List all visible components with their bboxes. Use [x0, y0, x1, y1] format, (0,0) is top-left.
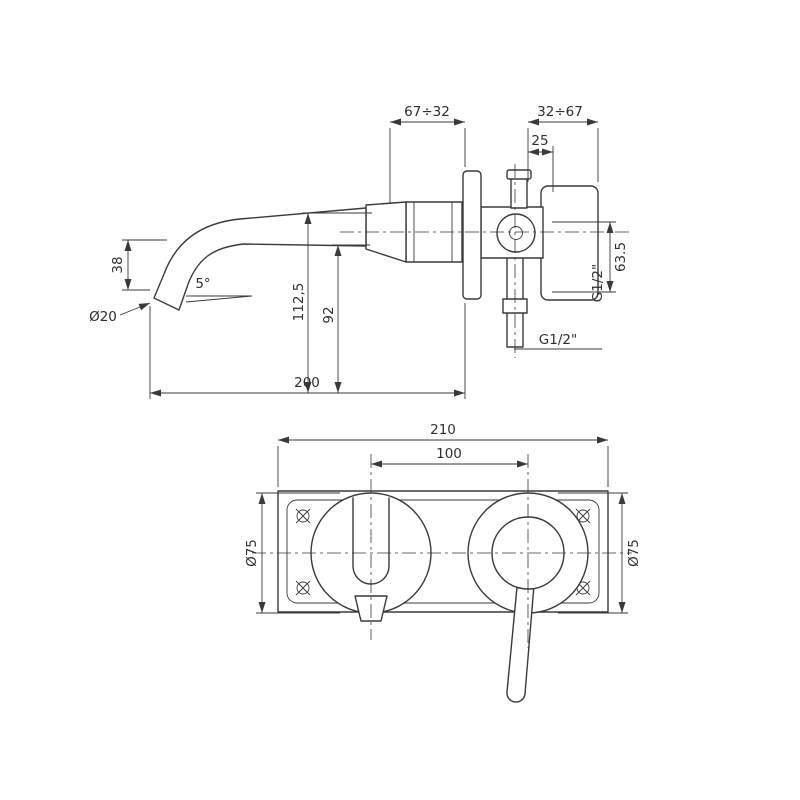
dim-spout-drop: 38: [110, 239, 167, 291]
screw-hole: [295, 580, 311, 596]
dim-spout-reach-label: 200: [294, 375, 320, 391]
thread-bottom-label: G1/2": [539, 332, 577, 348]
side-view: 67÷32 32÷67 25 63.5 G1/2" G1/2": [89, 104, 632, 399]
screw-hole: [295, 508, 311, 524]
handle-lever: [506, 584, 535, 703]
dim-height-upper: 112,5: [291, 212, 372, 393]
dim-height-lower-label: 92: [321, 306, 337, 323]
dim-depth-back-label: 32÷67: [537, 104, 583, 120]
thread-bottom: G1/2": [514, 332, 602, 350]
dim-rosette-left: Ø75: [244, 492, 340, 614]
dim-box-height-label: 63.5: [613, 242, 629, 272]
spout-angle: 5°: [185, 276, 253, 303]
cartridge-axis: [509, 226, 523, 240]
front-view: 210 100 Ø75 Ø75: [244, 422, 642, 703]
dim-handle-offset-label: 25: [531, 133, 548, 149]
handle-cap: [506, 169, 532, 180]
dim-handle-offset: 25: [528, 133, 554, 192]
dim-height-upper-label: 112,5: [291, 283, 307, 322]
back-plate-inner: [286, 499, 600, 604]
dim-depth-front: 67÷32: [389, 104, 466, 203]
dim-plate-width-label: 210: [430, 422, 456, 438]
dim-rosette-right: Ø75: [558, 492, 642, 614]
dim-rosette-left-label: Ø75: [244, 539, 260, 567]
handle-stem: [510, 177, 528, 209]
dim-centers: 100: [371, 446, 528, 468]
dim-rosette-right-label: Ø75: [626, 539, 642, 567]
dim-centers-label: 100: [436, 446, 462, 462]
spout-diameter-label: Ø20: [89, 309, 117, 325]
spout-diameter: Ø20: [89, 302, 151, 325]
dim-depth-front-label: 67÷32: [404, 104, 450, 120]
dim-spout-drop-label: 38: [110, 256, 126, 273]
dim-spout-reach: 200: [149, 303, 466, 399]
dim-height-lower: 92: [321, 244, 370, 393]
dim-box-height: 63.5: [552, 221, 629, 293]
cartridge-circle: [496, 213, 536, 253]
dim-plate-width: 210: [277, 422, 609, 487]
spout-angle-label: 5°: [195, 276, 210, 292]
wall-flange: [462, 170, 482, 300]
thread-side-label: G1/2": [590, 264, 606, 302]
spout: [153, 207, 367, 311]
